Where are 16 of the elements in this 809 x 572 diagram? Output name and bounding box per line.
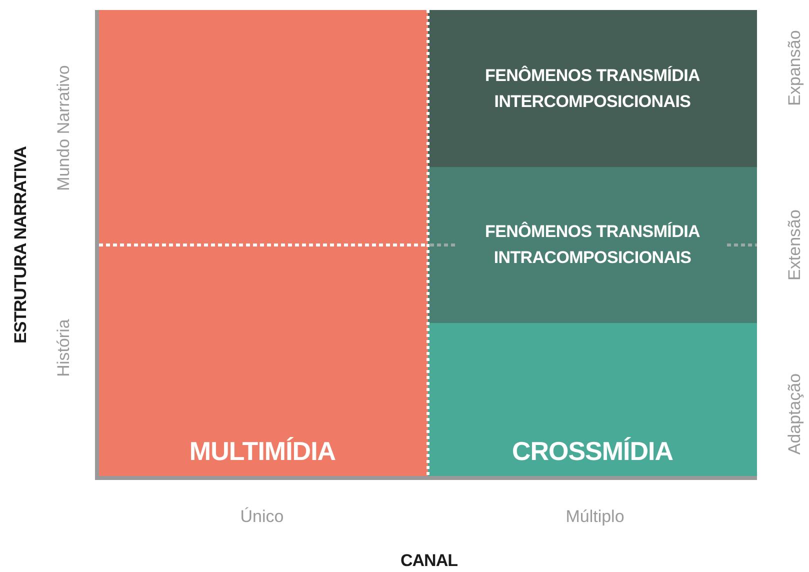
axis-label: Adaptação <box>785 373 805 455</box>
axis-title: CANAL <box>400 551 458 571</box>
quadrant-title: CROSSMÍDIA <box>512 435 674 468</box>
quadrant-title: MULTIMÍDIA <box>189 435 336 468</box>
axis-label: História <box>54 319 74 377</box>
quadrant-title: FENÔMENOS TRANSMÍDIA INTRACOMPOSICIONAIS <box>484 220 701 269</box>
quadrant-panel <box>428 167 757 323</box>
quadrant-panel <box>428 10 757 167</box>
axis-label: Extensão <box>785 210 805 280</box>
axis-label: Mundo Narrativo <box>54 65 74 191</box>
quadrant-panel <box>428 323 757 478</box>
axis-label: Expansão <box>785 30 805 106</box>
axis-label: Único <box>240 507 284 527</box>
quadrant-title: FENÔMENOS TRANSMÍDIA INTERCOMPOSICIONAIS <box>484 64 701 112</box>
axis-title: ESTRUTURA NARRATIVA <box>11 146 31 344</box>
axis-label: Múltiplo <box>566 507 624 527</box>
